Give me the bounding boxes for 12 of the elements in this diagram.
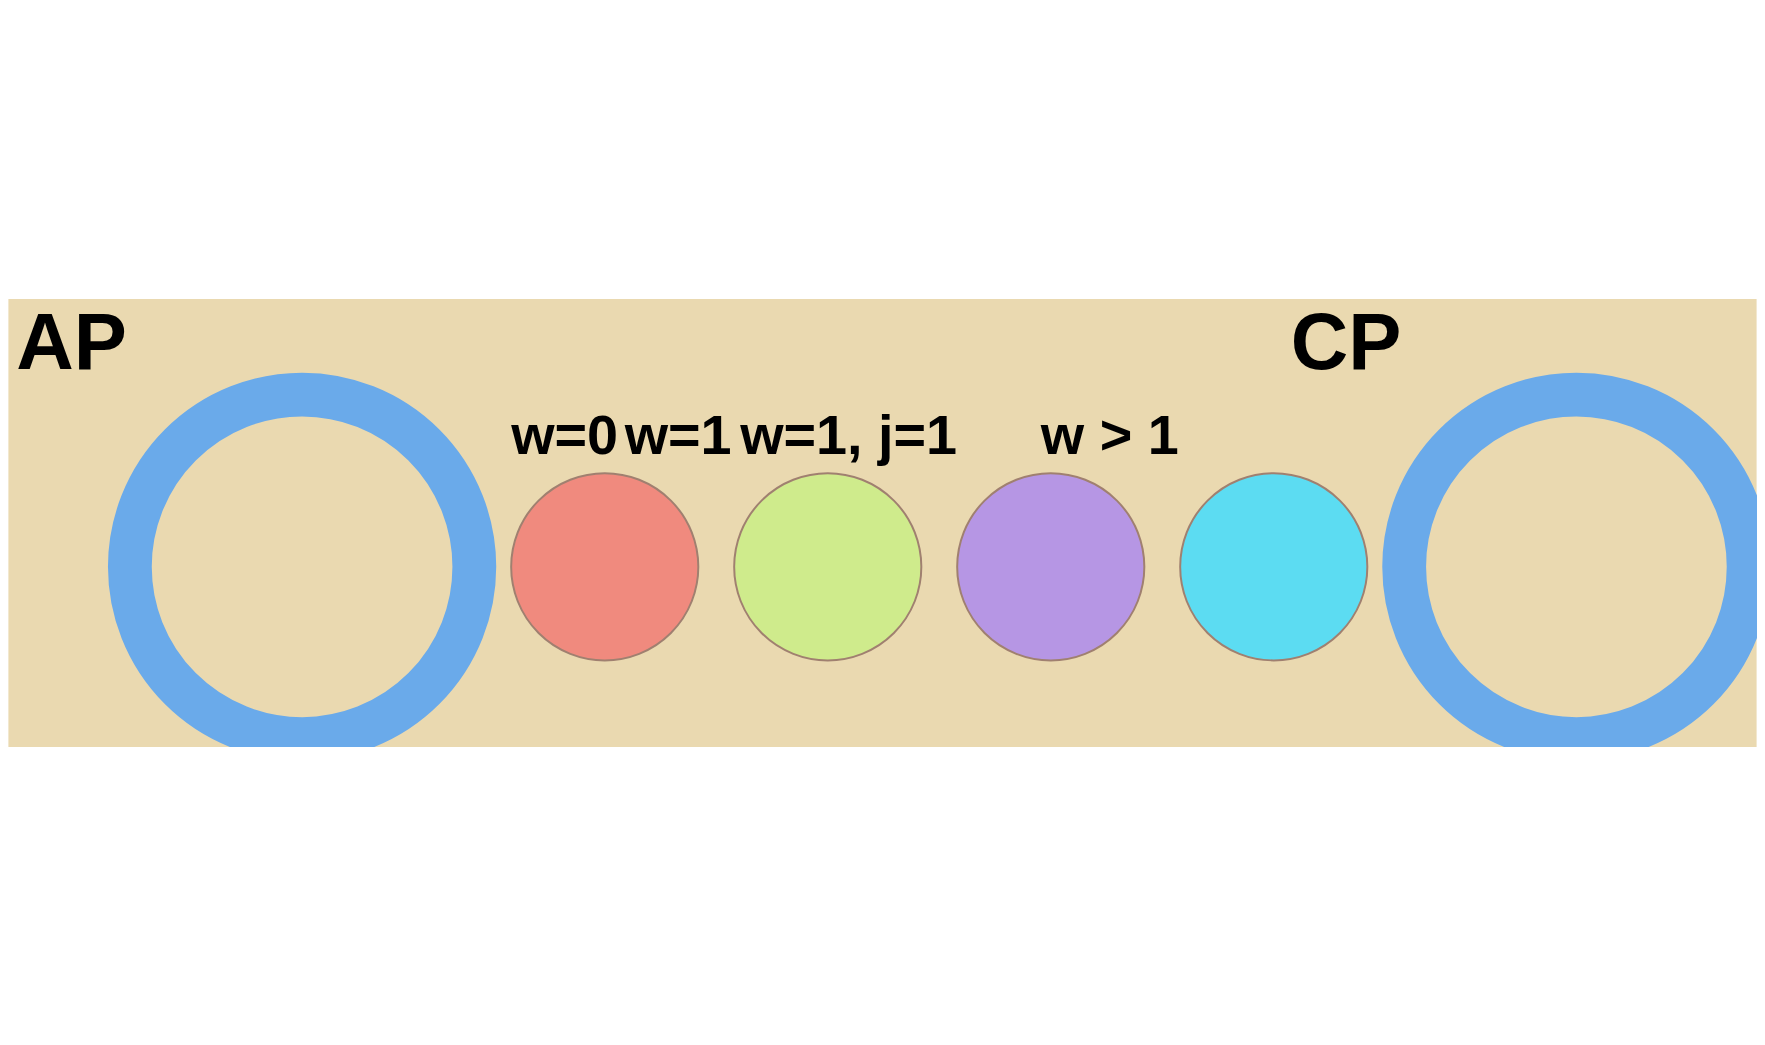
node-label: CP — [1290, 296, 1402, 386]
node-label: w=0 — [511, 403, 619, 466]
node-label: AP — [16, 296, 127, 386]
node-circle — [1382, 372, 1757, 747]
node-circle — [510, 471, 700, 661]
node-circle — [107, 372, 497, 747]
node-label: w=1 — [624, 403, 732, 466]
node-label: w > 1 — [1040, 403, 1179, 466]
node-label: w=1, j=1 — [740, 403, 958, 466]
node-circle — [733, 471, 923, 661]
node-circle — [956, 471, 1146, 661]
node-circle — [1179, 471, 1369, 661]
